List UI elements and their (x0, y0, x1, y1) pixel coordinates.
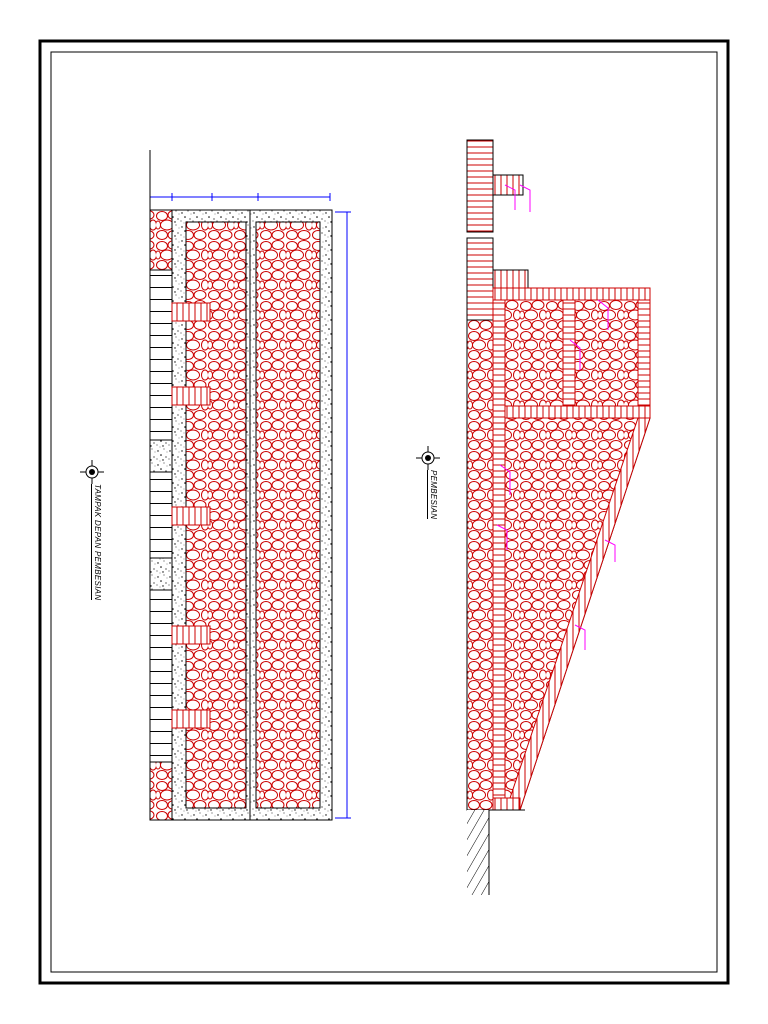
section-middle-beam (492, 405, 651, 419)
section-right-column (637, 299, 651, 407)
section-outer-wall (466, 319, 494, 811)
section-view (416, 139, 651, 895)
front-view (80, 150, 351, 821)
section-bottom-beam (492, 797, 521, 811)
section-mid-column (562, 299, 576, 407)
front-concrete-patch (149, 557, 173, 591)
section-stirrups (496, 184, 616, 650)
front-stone-column-2 (255, 221, 321, 809)
front-concrete-patch (149, 439, 173, 473)
section-top-beam (492, 287, 651, 301)
section-marker (416, 446, 440, 470)
sheet-border (38, 39, 730, 985)
front-view-title: TAMPAK DEPAN PEMBESIAN (91, 484, 102, 601)
section-left-column (492, 299, 506, 811)
section-top-rebar (466, 139, 529, 321)
front-brick-panels (149, 269, 173, 763)
front-section-marker (80, 460, 104, 484)
front-rebar-anchors (171, 302, 211, 729)
front-dimension-lines (150, 193, 351, 819)
section-ground (467, 809, 525, 895)
section-title: PEMBESIAN (427, 470, 438, 520)
